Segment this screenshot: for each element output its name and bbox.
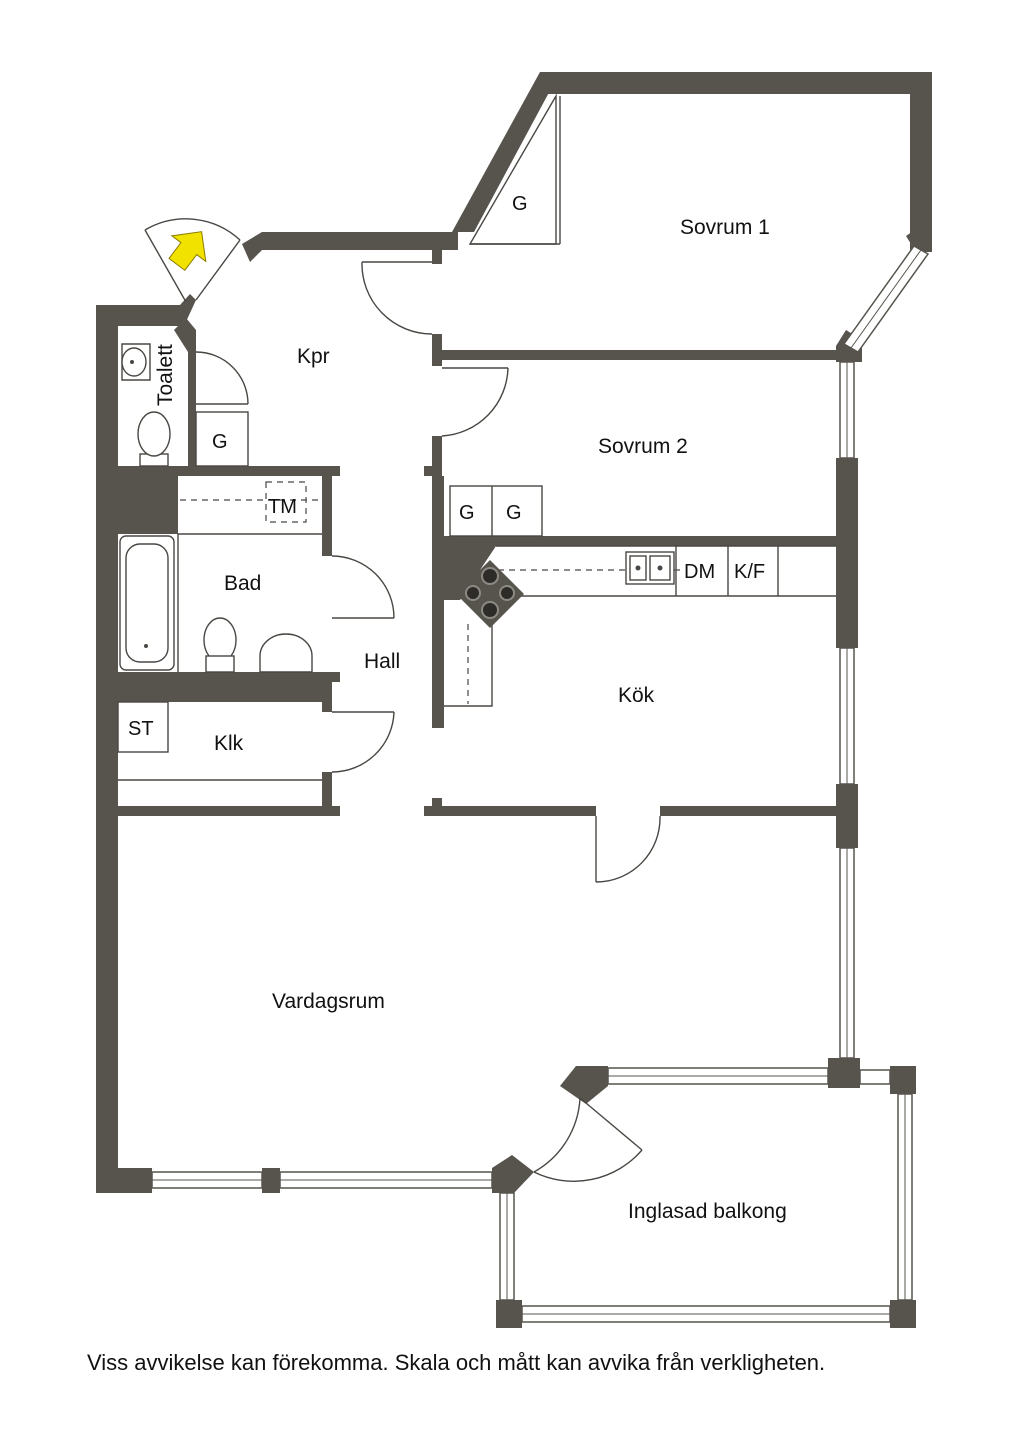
closet-label-sovrum2-b: G <box>506 502 522 524</box>
labels: Sovrum 1 Sovrum 2 Kpr Toalett Bad Hall K… <box>87 193 825 1375</box>
entrance-arrow-icon <box>168 231 207 272</box>
room-label-kok: Kök <box>618 684 655 707</box>
room-label-sovrum1: Sovrum 1 <box>680 216 770 239</box>
room-label-kpr: Kpr <box>297 345 330 368</box>
room-label-balkong: Inglasad balkong <box>628 1200 787 1223</box>
room-label-hall: Hall <box>364 650 400 673</box>
closet-label-sovrum2-a: G <box>459 502 475 524</box>
room-label-bad: Bad <box>224 572 261 595</box>
storage-label: ST <box>128 718 154 740</box>
room-label-sovrum2: Sovrum 2 <box>598 435 688 458</box>
exterior-walls <box>96 72 932 1328</box>
closet-label-sovrum1: G <box>512 193 528 215</box>
room-label-toalett: Toalett <box>154 344 177 406</box>
fixtures <box>117 343 836 781</box>
interior-walls <box>118 93 836 816</box>
washer-label: TM <box>268 496 297 518</box>
dishwasher-label: DM <box>684 561 715 583</box>
fridge-freezer-label: K/F <box>734 561 765 583</box>
windows <box>151 245 930 1323</box>
disclaimer-text: Viss avvikelse kan förekomma. Skala och … <box>87 1350 825 1375</box>
room-label-klk: Klk <box>214 732 244 755</box>
room-label-vardagsrum: Vardagsrum <box>272 990 385 1013</box>
closet-label-kpr: G <box>212 431 228 453</box>
doors <box>144 218 661 1182</box>
